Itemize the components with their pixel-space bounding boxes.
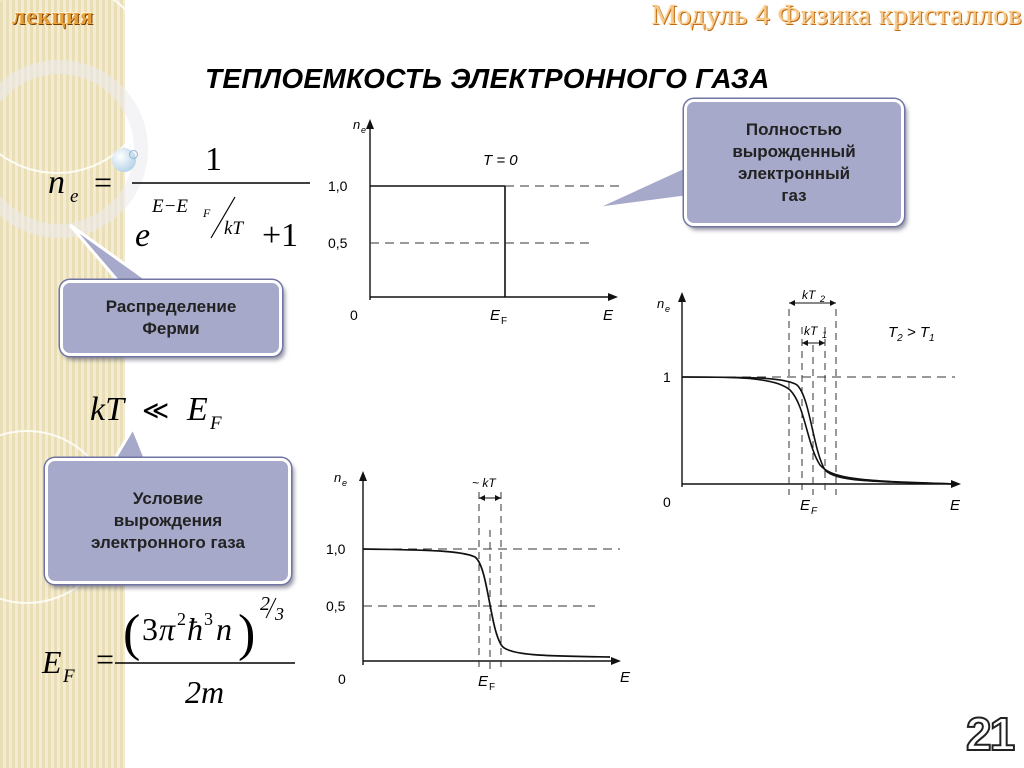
axis-label: n [657, 296, 664, 311]
bracket-arrow [789, 300, 795, 306]
formula-text: ( [123, 605, 140, 662]
axis-label: n [334, 470, 341, 485]
tick-label: 0,5 [328, 235, 348, 251]
degeneracy-condition-formula: kT ≪ E F [90, 391, 222, 434]
exponent-slash [265, 597, 277, 619]
tick-label: 0 [663, 494, 671, 510]
callout-line: Ферми [142, 319, 200, 338]
formula-text: F [209, 413, 222, 434]
y-axis-arrow [678, 292, 686, 302]
tick-label: E [800, 497, 811, 514]
formula-text: e [135, 217, 150, 254]
chart-zero-temperature: n e 1,0 0,5 0 E F E T = 0 [328, 117, 622, 327]
tick-label: 0 [350, 307, 358, 323]
formula-text: e [70, 186, 78, 207]
formula-text: kT [90, 391, 126, 428]
tick-label: 0 [338, 671, 346, 687]
bracket-arrow [495, 495, 501, 501]
formula-text: 2 [260, 593, 270, 615]
slide-title: ТЕПЛОЕМКОСТЬ ЭЛЕКТРОННОГО ГАЗА [205, 63, 770, 94]
fermi-formula: n e = 1 e E−E F kT +1 [48, 141, 310, 254]
callout-line: вырожденный [732, 141, 856, 161]
tick-label: 1 [663, 369, 671, 385]
chart-annotation: T2 > T1 [888, 324, 935, 344]
callout-fermi-distribution: Распределение Ферми [60, 280, 282, 356]
y-axis-arrow [366, 119, 374, 129]
chart-two-temperatures: n e 1 0 E F E kT 2 kT 1 T2 > T1 [657, 288, 961, 517]
fermi-curve [362, 548, 611, 658]
tick-label: F [489, 682, 495, 693]
bracket-label: 1 [822, 330, 827, 340]
fermi-energy-formula: E F = ( 3 π 2 ħ 3 n ) 2 3 2m [41, 593, 295, 710]
axis-label: E [603, 307, 614, 324]
axis-label: e [361, 125, 366, 135]
page-number: 21 [965, 707, 1016, 761]
bracket-arrow [479, 495, 485, 501]
formula-text: E [41, 644, 62, 680]
exponent-slash [210, 196, 236, 239]
axis-label: E [620, 669, 631, 686]
bracket-label: ~ kT [472, 476, 497, 490]
bracket-arrow [802, 340, 808, 346]
formula-text: 3 [274, 604, 284, 624]
tick-label: 1,0 [328, 178, 348, 194]
callout-line: Распределение [105, 297, 237, 316]
axis-label: e [665, 304, 670, 314]
formula-text: E−E [151, 196, 188, 217]
formula-text: ≪ [142, 396, 169, 425]
axis-label: e [342, 478, 347, 488]
callout-degenerate-gas: Полностью вырожденный электронный газ [684, 99, 904, 226]
x-axis-arrow [608, 293, 618, 301]
x-axis-arrow [951, 480, 961, 488]
axis-label: n [353, 117, 360, 132]
lecture-label: лекция [12, 4, 94, 30]
curve-t2 [681, 376, 956, 485]
chart-annotation: T = 0 [483, 152, 518, 169]
tick-label: 0,5 [326, 598, 346, 614]
callout-line: электронного газа [91, 533, 245, 552]
formula-text: n [48, 164, 65, 201]
callout-line: вырождения [113, 511, 223, 530]
formula-text: 2m [185, 674, 224, 710]
bracket-arrow [830, 300, 836, 306]
formula-text: ) [238, 605, 255, 662]
formula-text: 2 [177, 609, 186, 629]
tick-label: 1,0 [326, 541, 346, 557]
formula-text: = [94, 164, 112, 200]
callout-line: Условие [132, 489, 204, 508]
tick-label: E [478, 673, 489, 690]
tick-label: E [490, 307, 501, 324]
bracket-label: 2 [819, 294, 825, 304]
formula-text: 1 [205, 141, 222, 178]
callout-line: Полностью [745, 119, 843, 139]
x-axis-arrow [611, 657, 621, 665]
formula-text: kT [224, 218, 244, 239]
formula-text: +1 [262, 217, 298, 254]
formula-text: F [202, 206, 211, 220]
y-axis-arrow [359, 471, 367, 481]
callout-degeneracy-condition: Условие вырождения электронного газа [45, 458, 291, 584]
curve-t1 [681, 376, 956, 485]
formula-text: 3 [204, 609, 213, 629]
tick-label: F [811, 506, 818, 517]
tick-label: F [501, 316, 507, 327]
callout-line: газ [781, 185, 807, 205]
formula-text: ħ [187, 611, 203, 647]
formula-text: π [159, 611, 176, 647]
formula-text: n [216, 611, 232, 647]
axis-label: E [950, 497, 961, 514]
bracket-arrow [819, 340, 825, 346]
formula-text: = [96, 641, 114, 677]
bracket-label: kT [802, 288, 817, 302]
bracket-label: kT [804, 324, 819, 338]
chart-finite-temperature: n e 1,0 0,5 0 E F E ~ kT [326, 470, 631, 693]
callout-line: электронный [737, 163, 851, 183]
decorative-bubble [129, 150, 138, 159]
formula-text: 3 [142, 611, 158, 647]
module-title: Модуль 4 Физика кристаллов [651, 0, 1022, 31]
formula-text: F [62, 666, 75, 687]
formula-text: E [186, 391, 208, 428]
